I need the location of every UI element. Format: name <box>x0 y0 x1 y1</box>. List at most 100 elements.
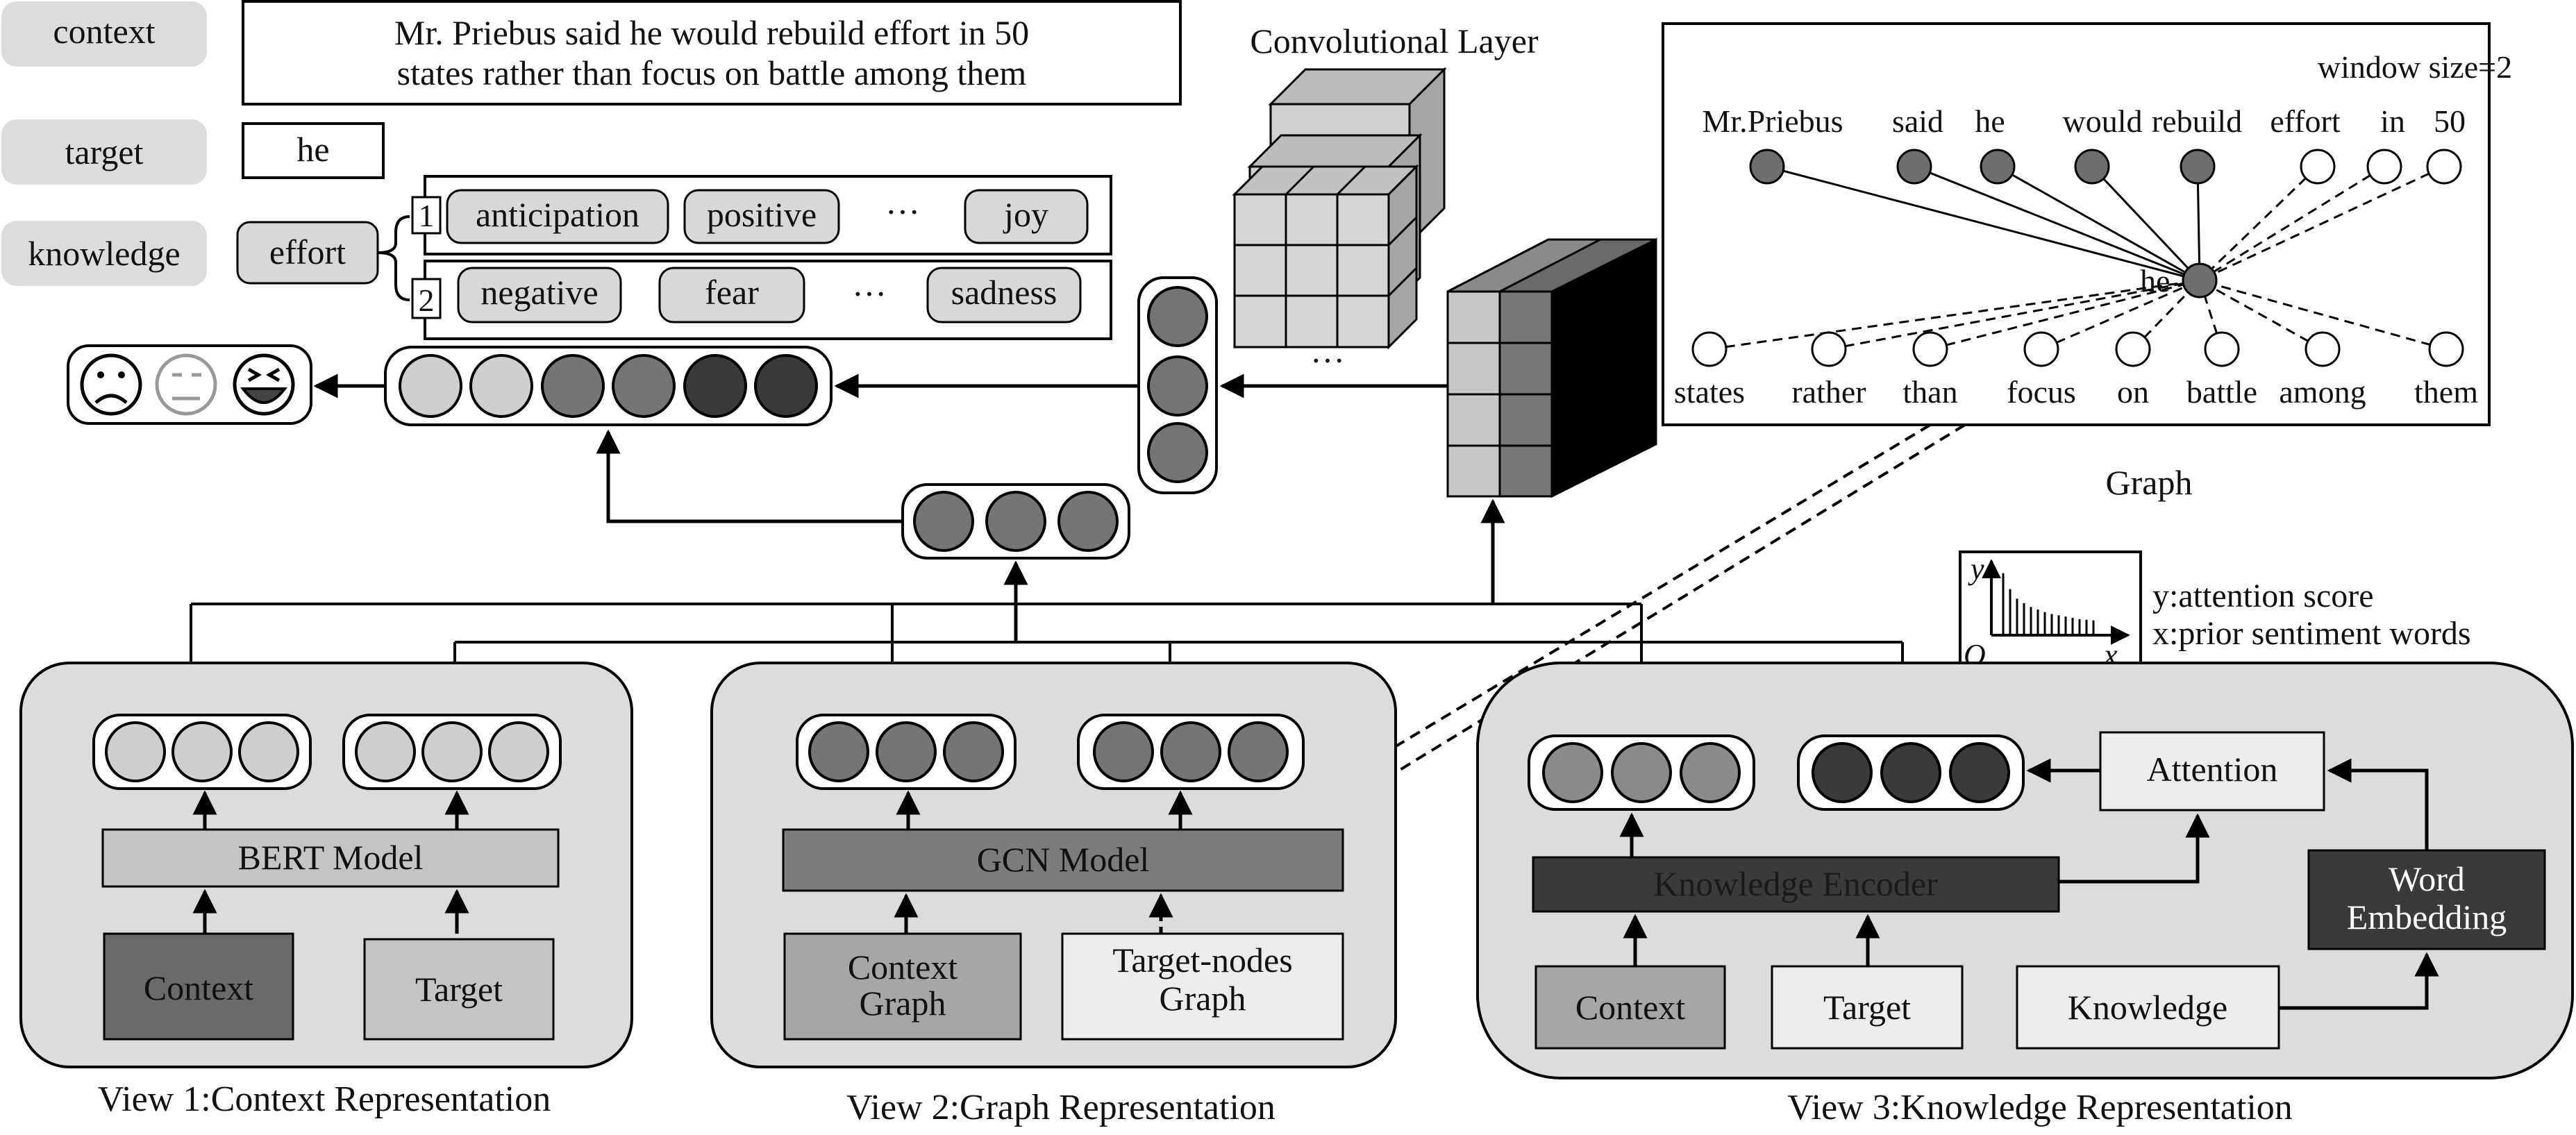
graph-node-bottom-2 <box>1811 331 1847 367</box>
graph-center-label: he <box>2140 263 2170 299</box>
conv-layer-ellipsis: ··· <box>1310 341 1345 380</box>
graph-node-bottom-4 <box>2023 331 2059 367</box>
target-row: target he <box>1 119 385 185</box>
graph-word-bottom-4: focus <box>2007 374 2076 410</box>
graph-edge-top-8 <box>2199 165 2445 282</box>
attention-plot-y-axis: y <box>1968 552 1984 586</box>
view3-context-box <box>1534 965 1726 1050</box>
view1-target-label: Target <box>415 970 503 1009</box>
group-1-item-3-label: joy <box>1003 195 1048 234</box>
conv-feature-map <box>1446 237 1657 498</box>
context-sentence-line2: states rather than focus on battle among… <box>397 53 1027 92</box>
graph-vector <box>901 483 1130 560</box>
view3-caption: View 3:Knowledge Representation <box>1787 1088 2293 1127</box>
view2-target-graph-line1: Target-nodes <box>1112 941 1292 980</box>
context-sentence-line1: Mr. Priebus said he would rebuild effort… <box>394 13 1029 52</box>
graph-edge-bottom-4 <box>2041 279 2200 351</box>
graph-node-top-2 <box>1896 149 1932 185</box>
graph-word-top-5: rebuild <box>2152 103 2242 139</box>
view2-context-graph-line2: Graph <box>860 984 946 1023</box>
graph-node-bottom-7 <box>2305 331 2341 367</box>
target-tag <box>1 119 207 185</box>
graph-edge-top-3 <box>1997 165 2200 282</box>
graph-node-top-6 <box>2300 149 2336 185</box>
context-row: context Mr. Priebus said he would rebuil… <box>1 0 1182 106</box>
view2-context-graph-box <box>783 932 1022 1041</box>
graph-word-top-7: in <box>2380 103 2405 139</box>
graph-node-top-3 <box>1980 149 2016 185</box>
group-1-item-1 <box>446 189 669 244</box>
laughing-face-icon <box>233 353 295 416</box>
view2-target-graph-line2: Graph <box>1160 979 1246 1018</box>
graph-edge-top-7 <box>2199 165 2385 282</box>
graph-node-top-5 <box>2180 149 2216 185</box>
knowledge-encoder-box <box>1532 856 2060 913</box>
graph-edge-bottom-7 <box>2199 279 2323 351</box>
target-word-box <box>242 122 385 179</box>
graph-edge-bottom-6 <box>2198 280 2223 350</box>
arrow-encoder-to-attention <box>2059 813 2210 884</box>
gcn-model-label: GCN Model <box>977 840 1150 879</box>
group-1-item-3 <box>964 189 1089 244</box>
bert-model-label: BERT Model <box>238 838 424 877</box>
word-embedding-box <box>2307 849 2546 950</box>
graph-caption: Graph <box>2106 463 2193 502</box>
view2-panel: GCN Model Context Graph Target-nodes Gra… <box>710 662 1397 1068</box>
graph-link-dash-1 <box>1019 423 1932 973</box>
arrow-embedding-to-attention <box>2327 758 2429 850</box>
view3-panel: Attention Knowledge Encoder Word Embeddi… <box>1476 662 2574 1079</box>
sad-face-icon <box>80 353 142 416</box>
emoji-box <box>67 344 312 425</box>
graph-node-top-4 <box>2074 149 2110 185</box>
group-2-item-3 <box>926 267 1082 323</box>
graph-word-bottom-7: among <box>2279 374 2366 410</box>
view3-context-label: Context <box>1575 988 1685 1027</box>
graph-word-top-2: said <box>1892 103 1943 139</box>
graph-edge-bottom-8 <box>2199 279 2447 351</box>
graph-node-bottom-6 <box>2204 331 2240 367</box>
graph-word-bottom-6: battle <box>2186 374 2257 410</box>
group-2-index-box <box>411 278 442 319</box>
knowledge-group-2: 2 negative fear ··· sadness <box>411 260 1112 340</box>
attention-plot: y x O <box>1959 550 2142 672</box>
graph-edge-bottom-1 <box>1709 279 2200 351</box>
arrow-graph-vector-to-fused <box>596 429 903 523</box>
pooled-vector <box>1137 276 1218 494</box>
group-2-item-2-label: fear <box>705 273 759 312</box>
graph-edge-bottom-3 <box>1930 279 2200 351</box>
knowledge-brace <box>377 215 410 301</box>
graph-word-top-6: effort <box>2270 103 2341 139</box>
attention-legend-y: y:attention score <box>2152 578 2374 614</box>
group-2-item-3-label: sadness <box>951 273 1057 312</box>
fused-vector <box>384 346 833 426</box>
graph-edge-top-2 <box>1914 165 2200 282</box>
view1-context-box <box>103 932 294 1041</box>
graph-node-top-1 <box>1749 149 1785 185</box>
view2-context-graph-line1: Context <box>848 948 957 986</box>
group-1-item-2 <box>683 189 840 244</box>
group-1-index: 1 <box>419 198 435 233</box>
graph-node-top-7 <box>2366 149 2402 185</box>
knowledge-encoder-label: Knowledge Encoder <box>1653 864 1938 903</box>
knowledge-word: effort <box>269 233 346 271</box>
graph-node-bottom-3 <box>1912 331 1948 367</box>
graph-word-top-3: he <box>1975 103 2005 139</box>
view3-target-label: Target <box>1823 988 1911 1027</box>
graph-word-top-8: 50 <box>2434 103 2466 139</box>
gcn-model-box <box>782 828 1344 892</box>
word-embedding-line2: Embedding <box>2347 898 2507 936</box>
graph-node-bottom-5 <box>2115 331 2151 367</box>
graph-word-bottom-5: on <box>2117 374 2149 410</box>
target-tag-label: target <box>65 133 144 171</box>
graph-word-bottom-2: rather <box>1791 374 1866 410</box>
graph-word-bottom-3: than <box>1902 374 1957 410</box>
knowledge-tag-label: knowledge <box>28 234 180 273</box>
graph-edges <box>1709 165 2447 351</box>
graph-word-top-4: would <box>2063 103 2143 139</box>
view2-target-graph-box <box>1061 932 1344 1041</box>
context-tag <box>1 1 207 67</box>
attention-label: Attention <box>2147 750 2278 789</box>
arrow-knowledge-to-embedding <box>2279 952 2439 1010</box>
